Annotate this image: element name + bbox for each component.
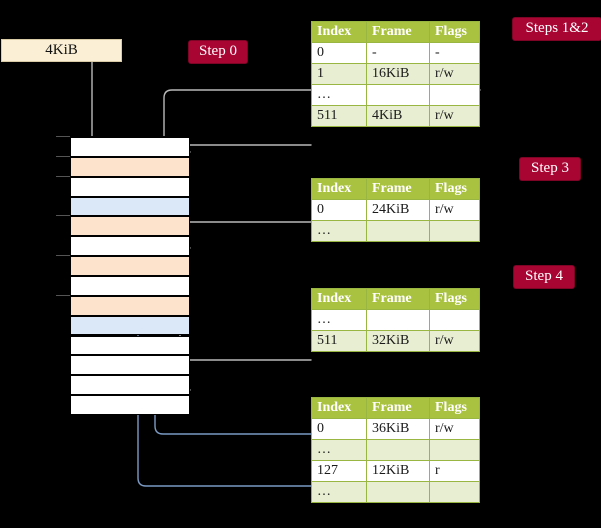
table-cell: 32KiB	[366, 330, 430, 352]
table-cell: r/w	[429, 330, 480, 352]
memory-frame-row	[71, 137, 189, 157]
memory-frame-row	[71, 236, 189, 257]
column-header-frame: Frame	[366, 21, 430, 43]
table-row: …	[311, 439, 480, 461]
step-badge-label: Steps 1&2	[525, 20, 589, 36]
table-cell	[366, 220, 430, 242]
table-cell	[366, 84, 430, 106]
column-header-frame: Frame	[366, 178, 430, 200]
table-cell: 16KiB	[366, 63, 430, 85]
table-cell: …	[311, 439, 367, 461]
column-header-flags: Flags	[429, 21, 480, 43]
memory-tick-mark	[56, 294, 70, 296]
table-cell: …	[311, 84, 367, 106]
memory-frame-row	[71, 275, 189, 296]
column-header-frame: Frame	[366, 288, 430, 310]
table-cell: r/w	[429, 63, 480, 85]
step-badge-steps12: Steps 1&2	[513, 18, 601, 41]
table-cell: -	[429, 42, 480, 64]
step-badge-step4: Step 4	[514, 266, 574, 289]
table-row: …	[311, 309, 480, 331]
memory-frame-row	[71, 335, 189, 356]
table-cell: 127	[311, 460, 367, 482]
table-cell: 4KiB	[366, 105, 430, 127]
memory-tick-mark	[56, 215, 70, 217]
table-cell: r	[429, 460, 480, 482]
memory-tick-mark	[56, 136, 70, 137]
memory-frame-row	[71, 156, 189, 177]
memory-frame-row	[71, 355, 189, 376]
column-header-flags: Flags	[429, 178, 480, 200]
table-row: …	[311, 481, 480, 503]
column-header-index: Index	[311, 21, 367, 43]
table-cell	[429, 220, 480, 242]
memory-frame-row	[71, 315, 189, 336]
table-cell	[429, 84, 480, 106]
table-row: …	[311, 84, 480, 106]
memory-column	[70, 136, 190, 415]
memory-frame-row	[71, 216, 189, 237]
column-header-flags: Flags	[429, 397, 480, 419]
column-header-index: Index	[311, 178, 367, 200]
memory-frame-row	[71, 196, 189, 217]
size-label-4kib: 4KiB	[1, 39, 122, 62]
table-cell: 24KiB	[366, 199, 430, 221]
step-badge-label: Step 4	[525, 268, 563, 284]
step-badge-label: Step 0	[199, 43, 237, 59]
memory-tick-mark	[56, 155, 70, 157]
memory-frame-row	[71, 256, 189, 276]
table-cell: 0	[311, 418, 367, 440]
table-cell: -	[366, 42, 430, 64]
table-cell	[429, 309, 480, 331]
size-label-text: 4KiB	[45, 42, 78, 58]
column-header-frame: Frame	[366, 397, 430, 419]
table-cell: 511	[311, 105, 367, 127]
table-cell	[366, 309, 430, 331]
table-row: …	[311, 220, 480, 242]
table-cell	[366, 481, 430, 503]
table-cell: 1	[311, 63, 367, 85]
memory-frame-row	[71, 375, 189, 396]
table-cell	[366, 439, 430, 461]
table-cell	[429, 481, 480, 503]
memory-frame-row	[71, 295, 189, 316]
table-cell	[429, 439, 480, 461]
memory-frame-row	[71, 395, 189, 415]
step-badge-label: Step 3	[531, 160, 569, 176]
memory-tick-mark	[56, 175, 70, 177]
table-cell: …	[311, 220, 367, 242]
table-row: 0--	[311, 42, 480, 64]
table-cell: 36KiB	[366, 418, 430, 440]
table-cell: r/w	[429, 418, 480, 440]
step-badge-step0: Step 0	[189, 41, 247, 64]
table-cell: r/w	[429, 105, 480, 127]
column-header-index: Index	[311, 288, 367, 310]
table-cell: 0	[311, 199, 367, 221]
table-cell: 12KiB	[366, 460, 430, 482]
table-cell: …	[311, 481, 367, 503]
table-cell: 511	[311, 330, 367, 352]
table-cell: r/w	[429, 199, 480, 221]
step-badge-step3: Step 3	[520, 158, 580, 181]
memory-tick-mark	[56, 255, 70, 257]
column-header-flags: Flags	[429, 288, 480, 310]
table-cell: 0	[311, 42, 367, 64]
column-header-index: Index	[311, 397, 367, 419]
table-cell: …	[311, 309, 367, 331]
memory-frame-row	[71, 176, 189, 197]
